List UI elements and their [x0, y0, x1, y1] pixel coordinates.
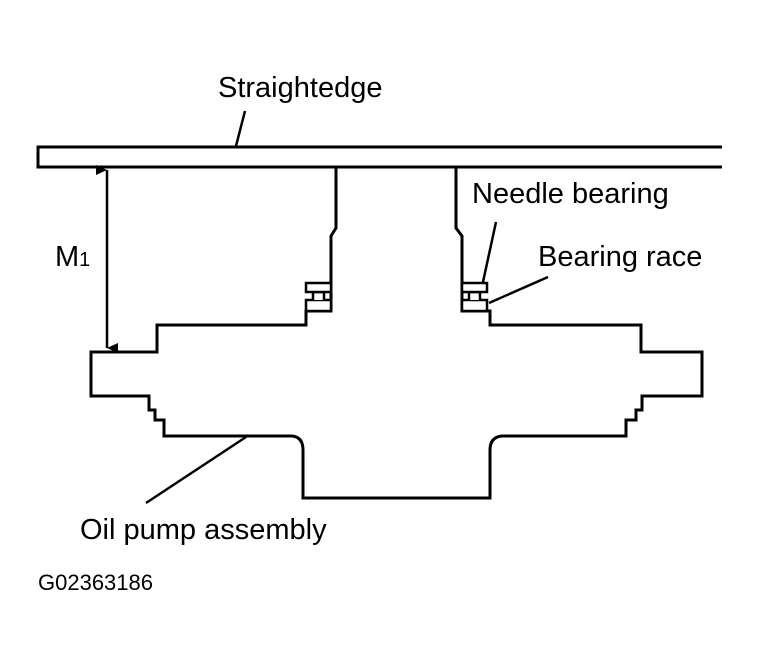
bearing-race-leader [488, 275, 549, 305]
oil-pump-outline [89, 168, 704, 500]
left-needle-bearing [304, 281, 333, 294]
needle-bearing-label: Needle bearing [472, 178, 669, 210]
needle-bearing-leader [481, 221, 498, 283]
straightedge-leader [234, 110, 247, 147]
oil-pump-leader [145, 435, 247, 505]
bearing-race-label: Bearing race [538, 241, 703, 273]
right-bearing-race [460, 298, 489, 313]
straightedge-bar [36, 145, 722, 169]
oil-pump-assembly-label: Oil pump assembly [80, 514, 327, 546]
m1-label: M1 [55, 243, 90, 272]
straightedge-label: Straightedge [218, 72, 383, 104]
left-bearing-race [304, 298, 333, 313]
right-needle-bearing [460, 281, 489, 294]
m1-main: M [55, 241, 80, 273]
m1-subscript: 1 [79, 249, 91, 271]
figure-id-label: G02363186 [38, 570, 153, 595]
